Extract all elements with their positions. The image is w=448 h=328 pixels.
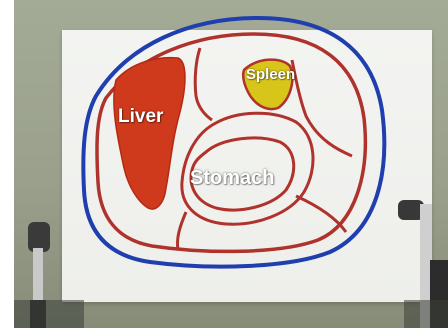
compartment-line-left bbox=[195, 48, 212, 120]
compartment-line-right bbox=[292, 60, 352, 156]
liver-shape bbox=[114, 58, 185, 209]
compartment-line-bottom bbox=[177, 212, 186, 250]
camera-stand-right bbox=[398, 200, 448, 328]
stomach-label: Stomach bbox=[190, 167, 274, 190]
liver-label: Liver bbox=[118, 106, 163, 128]
camera-stand-left bbox=[14, 222, 84, 328]
spleen-label: Spleen bbox=[246, 66, 295, 83]
